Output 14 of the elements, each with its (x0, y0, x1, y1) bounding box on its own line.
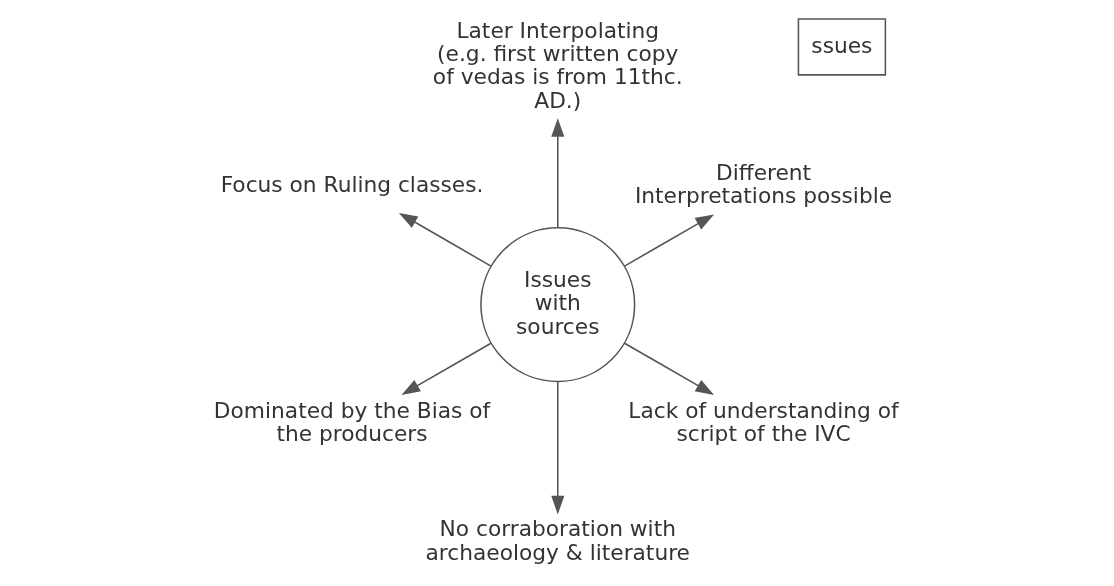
node-text: Later Interpolating (e.g. first written copy of vedas is from 11thc. AD.) (432, 17, 683, 113)
node-text: Focus on Ruling classes. (220, 171, 484, 197)
arrow (551, 118, 565, 229)
node-text: Lack of understanding of script of the IVC (628, 397, 899, 446)
arrow (623, 214, 715, 267)
node-box: ssues (797, 18, 887, 76)
node-text: No corraboration with archaeology & literature (425, 516, 690, 565)
arrow (551, 381, 565, 515)
arrow (398, 212, 492, 267)
node-circle: Issues with sources (480, 227, 636, 383)
arrow (623, 342, 715, 395)
node-text: Dominated by the Bias of the producers (213, 397, 491, 446)
arrow (401, 342, 492, 395)
node-text: Different Interpretations possible (634, 159, 893, 209)
